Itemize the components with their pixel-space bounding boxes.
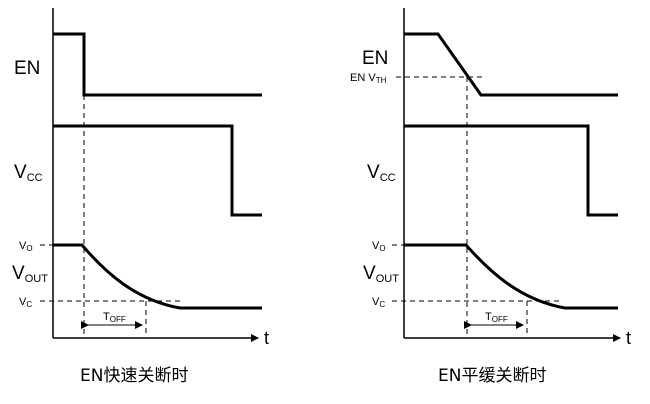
left-time-axis-label: t xyxy=(264,328,269,348)
right-toff-label: TOFF xyxy=(485,311,508,324)
left-en-label: EN xyxy=(14,58,40,79)
right-en-label: EN xyxy=(362,48,388,69)
left-caption: EN快速关断时 xyxy=(80,366,188,386)
left-vout-waveform xyxy=(53,243,262,310)
right-time-axis-label: t xyxy=(626,328,631,348)
right-en-waveform xyxy=(404,32,618,97)
right-vo-label: VO xyxy=(372,240,386,253)
right-vout-label: VOUT xyxy=(363,263,399,285)
right-vc-label: VC xyxy=(372,296,385,309)
right-vout-waveform xyxy=(404,243,618,310)
left-en-waveform xyxy=(53,32,262,97)
left-diagram: EN VCC VO VOUT VC TOFF t EN快速关断时 xyxy=(12,8,269,386)
left-vcc-waveform xyxy=(53,124,262,217)
left-vout-label: VOUT xyxy=(12,263,48,285)
left-vc-label: VC xyxy=(19,296,32,309)
right-caption: EN平缓关断时 xyxy=(438,366,546,386)
right-en-threshold-label: EN VTH xyxy=(350,72,387,85)
right-vcc-waveform xyxy=(404,124,618,217)
right-diagram: EN EN VTH VCC VO VOUT VC TOFF t EN平缓关断时 xyxy=(350,8,631,386)
left-toff-label: TOFF xyxy=(103,311,126,324)
right-vcc-label: VCC xyxy=(367,162,396,184)
left-vcc-label: VCC xyxy=(14,162,43,184)
left-vo-label: VO xyxy=(19,240,33,253)
